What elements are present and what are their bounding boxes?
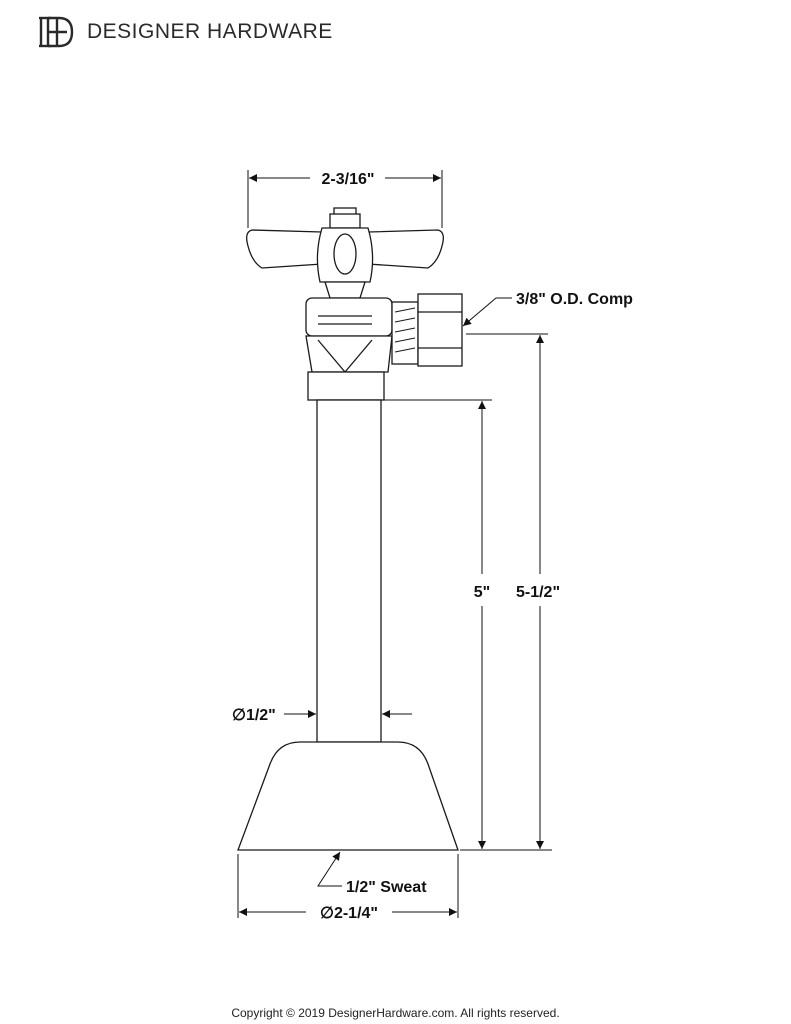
dim-value-base-diameter: 2-1/4" [334, 905, 378, 922]
diameter-symbol: ∅ [320, 905, 334, 922]
dim-label-base-diameter: ∅2-1/4" [320, 905, 378, 922]
leader-inlet [317, 851, 342, 887]
dimension-lines [237, 170, 552, 918]
dim-label-overall-height: 5-1/2" [516, 584, 560, 601]
dim-label-pipe-diameter: ∅1/2" [232, 707, 276, 724]
dim-label-outlet: 3/8" O.D. Comp [516, 291, 633, 308]
outlet-thread [391, 301, 419, 365]
supply-pipe [316, 399, 382, 743]
dim-value-pipe-diameter: 1/2" [246, 707, 276, 724]
copyright-footer: Copyright © 2019 DesignerHardware.com. A… [231, 1006, 560, 1020]
compression-nut [417, 293, 463, 367]
leader-outlet [462, 297, 512, 327]
brand-logo-icon [39, 16, 74, 48]
stem-neck [324, 281, 366, 299]
handle-cap-ring [329, 213, 361, 229]
thread-lines [394, 307, 416, 353]
brand-name: DESIGNER HARDWARE [87, 20, 333, 43]
dim-label-inlet: 1/2" Sweat [346, 879, 427, 896]
escutcheon-flange [237, 741, 459, 851]
brand-header: DESIGNER HARDWARE [37, 14, 333, 50]
valve-body [305, 297, 393, 337]
dim-label-overall-width: 2-3/16" [322, 171, 375, 188]
valve-body-outline [237, 207, 463, 851]
handle-arm-right [367, 229, 444, 269]
valve-body-lower [305, 335, 393, 373]
inlet-collar [307, 371, 385, 401]
handle-screw-slot [333, 233, 357, 275]
diameter-symbol: ∅ [232, 707, 246, 724]
dim-label-pipe-length: 5" [474, 584, 490, 601]
technical-drawing: 2-3/16" 3/8" O.D. Comp 5" 5-1/2" ∅1/2" 1… [232, 170, 633, 922]
handle-arm-left [246, 229, 323, 269]
